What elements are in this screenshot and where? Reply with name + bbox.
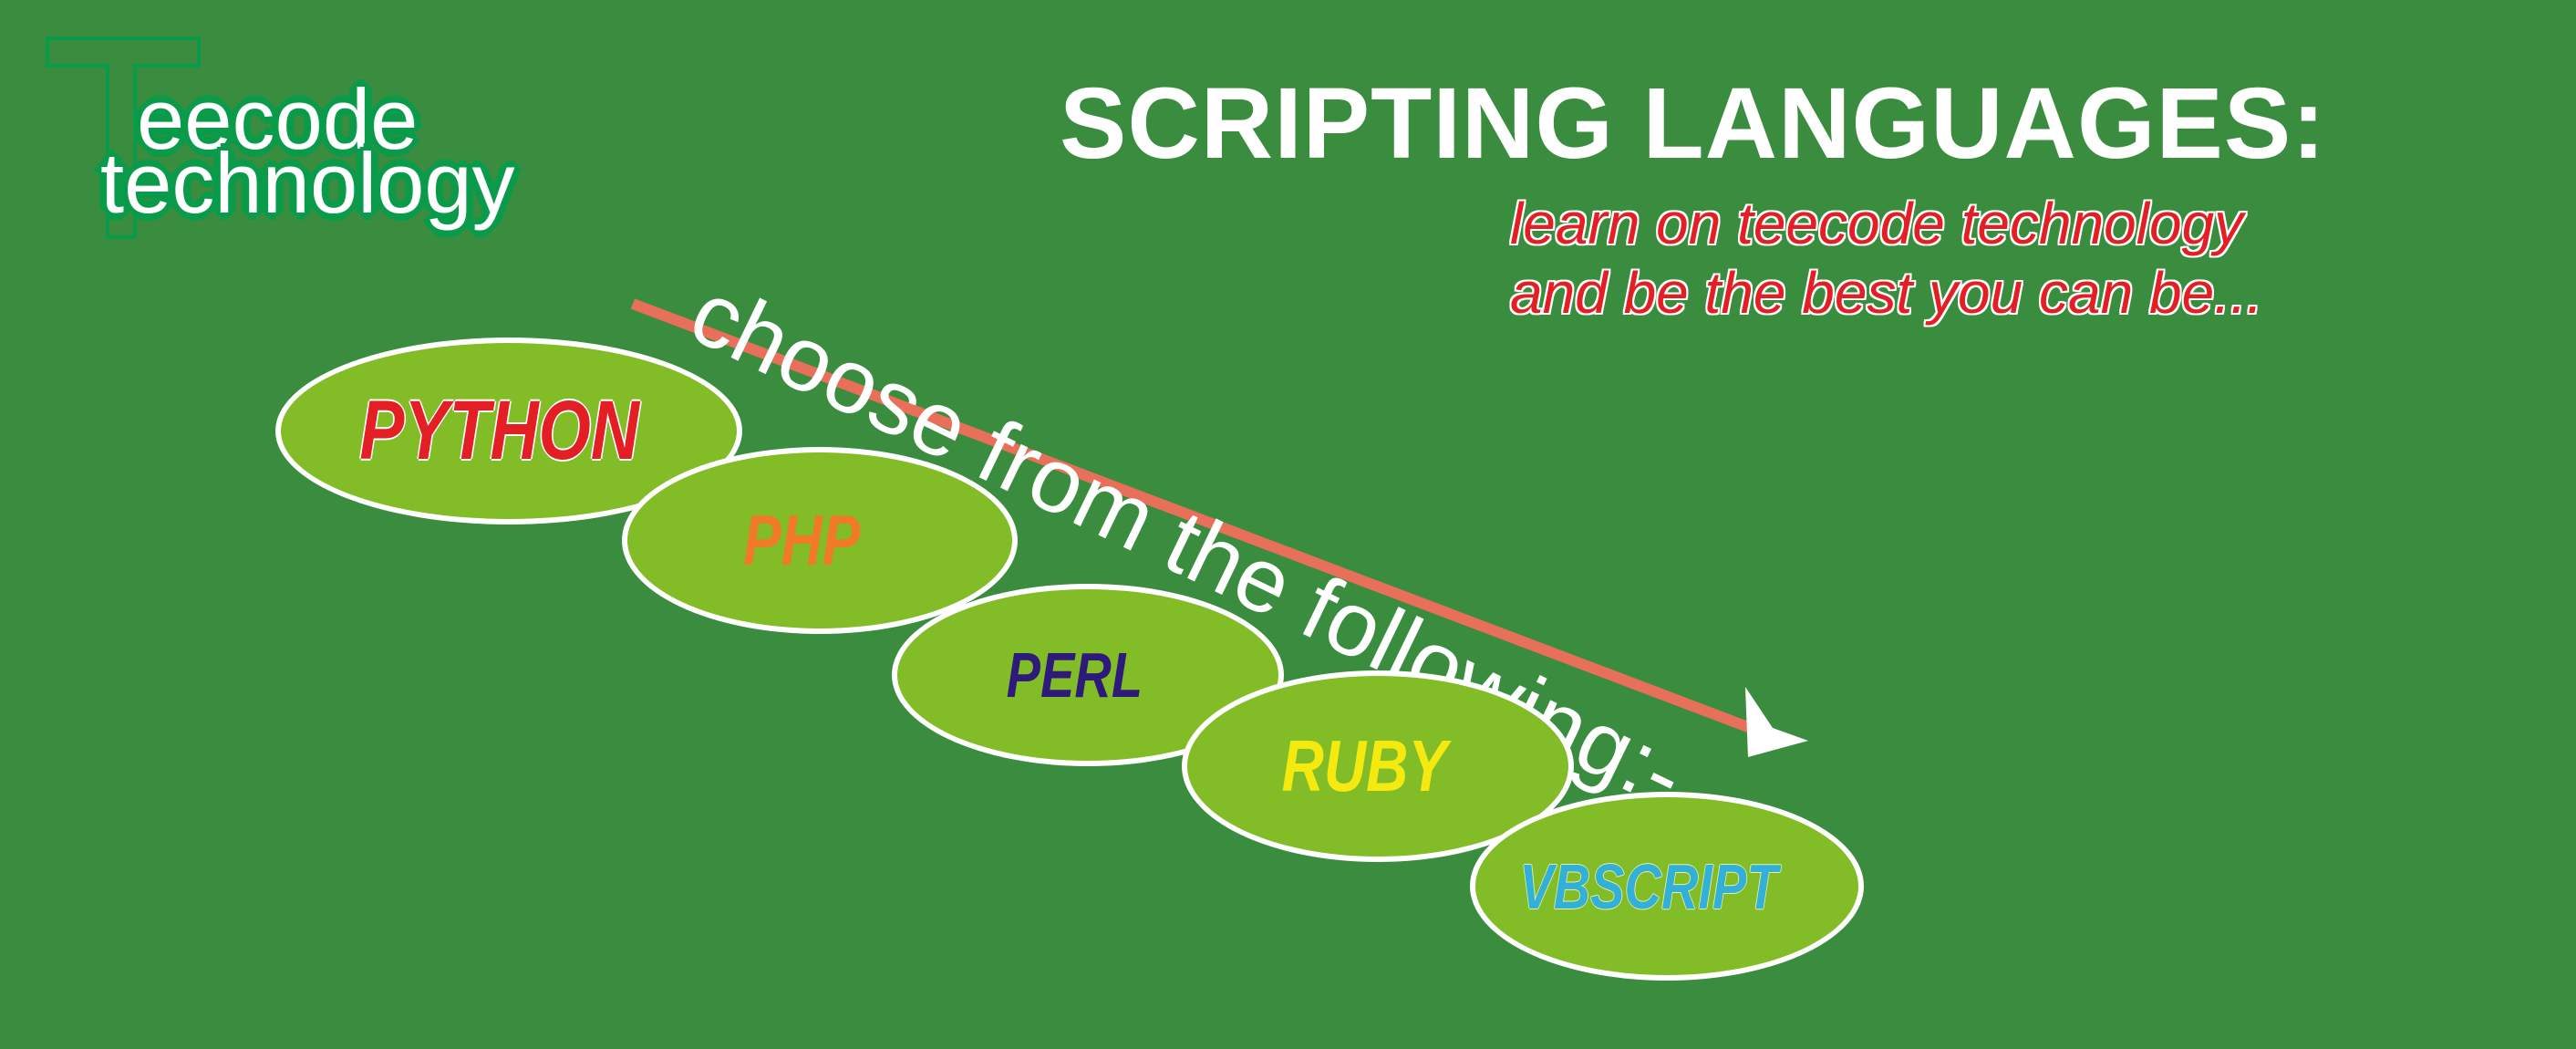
logo-t-bar [46,36,201,68]
logo-t-stem [106,64,137,239]
arrow-line [630,298,1763,737]
language-label-vbscript: VBSCRIPT [1519,850,1778,922]
language-php: PHP [622,447,1018,634]
language-label-python: PYTHON [359,384,640,477]
tagline-line-1: learn on teecode technology [1510,191,2244,256]
page-title: SCRIPTING LANGUAGES: [1060,68,2326,180]
tagline-line-2: and be the best you can be... [1510,260,2263,326]
language-label-ruby: RUBY [1281,725,1447,806]
language-label-php: PHP [742,500,861,580]
language-vbscript: VBSCRIPT [1470,792,1864,981]
logo-line-2: technology [100,135,515,231]
language-label-perl: PERL [1006,639,1143,711]
logo-line-1: eecode [137,71,419,167]
logo-t-letter [46,36,201,239]
arrow-head-icon [1745,687,1808,757]
